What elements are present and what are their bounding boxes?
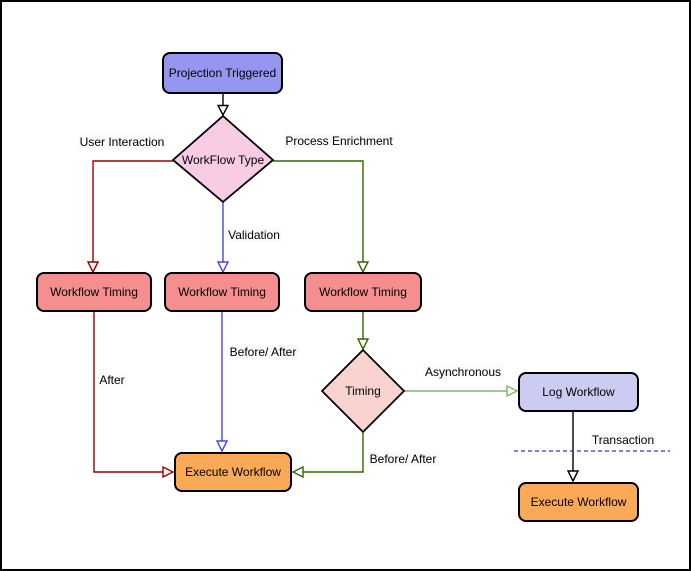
node-log-workflow[interactable]: Log Workflow	[518, 372, 639, 412]
arrowhead-execute-transaction-top	[566, 470, 580, 483]
node-execute-workflow-main[interactable]: Execute Workflow	[174, 452, 292, 492]
arrowhead-timing-diamond-top	[356, 338, 370, 351]
edge-label-user-interaction: User Interaction	[77, 135, 167, 149]
edge-label-after: After	[97, 373, 127, 387]
node-label: Workflow Timing	[319, 285, 407, 299]
node-label: Workflow Timing	[50, 285, 138, 299]
node-label: Execute Workflow	[185, 465, 281, 479]
node-label: Projection Triggered	[168, 66, 277, 80]
node-workflow-type-diamond[interactable]	[171, 114, 275, 204]
edge-after	[93, 312, 163, 473]
node-label: Workflow Timing	[178, 285, 266, 299]
edge-label-before-after-validation: Before/ After	[227, 345, 299, 359]
arrowhead-execute-left	[162, 465, 175, 479]
node-label: Execute Workflow	[530, 495, 627, 509]
arrowhead-log-left	[506, 384, 519, 398]
edge-label-validation: Validation	[226, 228, 282, 242]
edge-user-interaction	[92, 160, 173, 262]
node-workflow-timing-left[interactable]: Workflow Timing	[36, 272, 152, 312]
arrowhead-execute-top	[215, 440, 229, 453]
arrowhead-execute-right	[291, 465, 304, 479]
arrowhead-timing-right-top	[356, 261, 370, 274]
edge-process-enrichment	[273, 160, 364, 262]
edge-label-transaction: Transaction	[589, 433, 657, 447]
arrowhead-workflowtype-top	[216, 104, 230, 117]
node-projection-triggered[interactable]: Projection Triggered	[162, 52, 283, 94]
node-timing-diamond[interactable]	[320, 348, 406, 434]
edge-label-asynchronous: Asynchronous	[422, 365, 504, 379]
node-workflow-timing-middle[interactable]: Workflow Timing	[164, 272, 280, 312]
node-label: Log Workflow	[542, 385, 615, 399]
edge-before-after-timing	[303, 433, 364, 473]
edge-label-before-after-timing: Before/ After	[367, 452, 439, 466]
arrowhead-timing-middle-top	[216, 261, 230, 274]
edge-label-process-enrichment: Process Enrichment	[283, 134, 395, 148]
node-execute-workflow-transaction[interactable]: Execute Workflow	[518, 482, 639, 522]
arrowhead-timing-left-top	[86, 261, 100, 274]
node-workflow-timing-right[interactable]: Workflow Timing	[304, 272, 422, 312]
